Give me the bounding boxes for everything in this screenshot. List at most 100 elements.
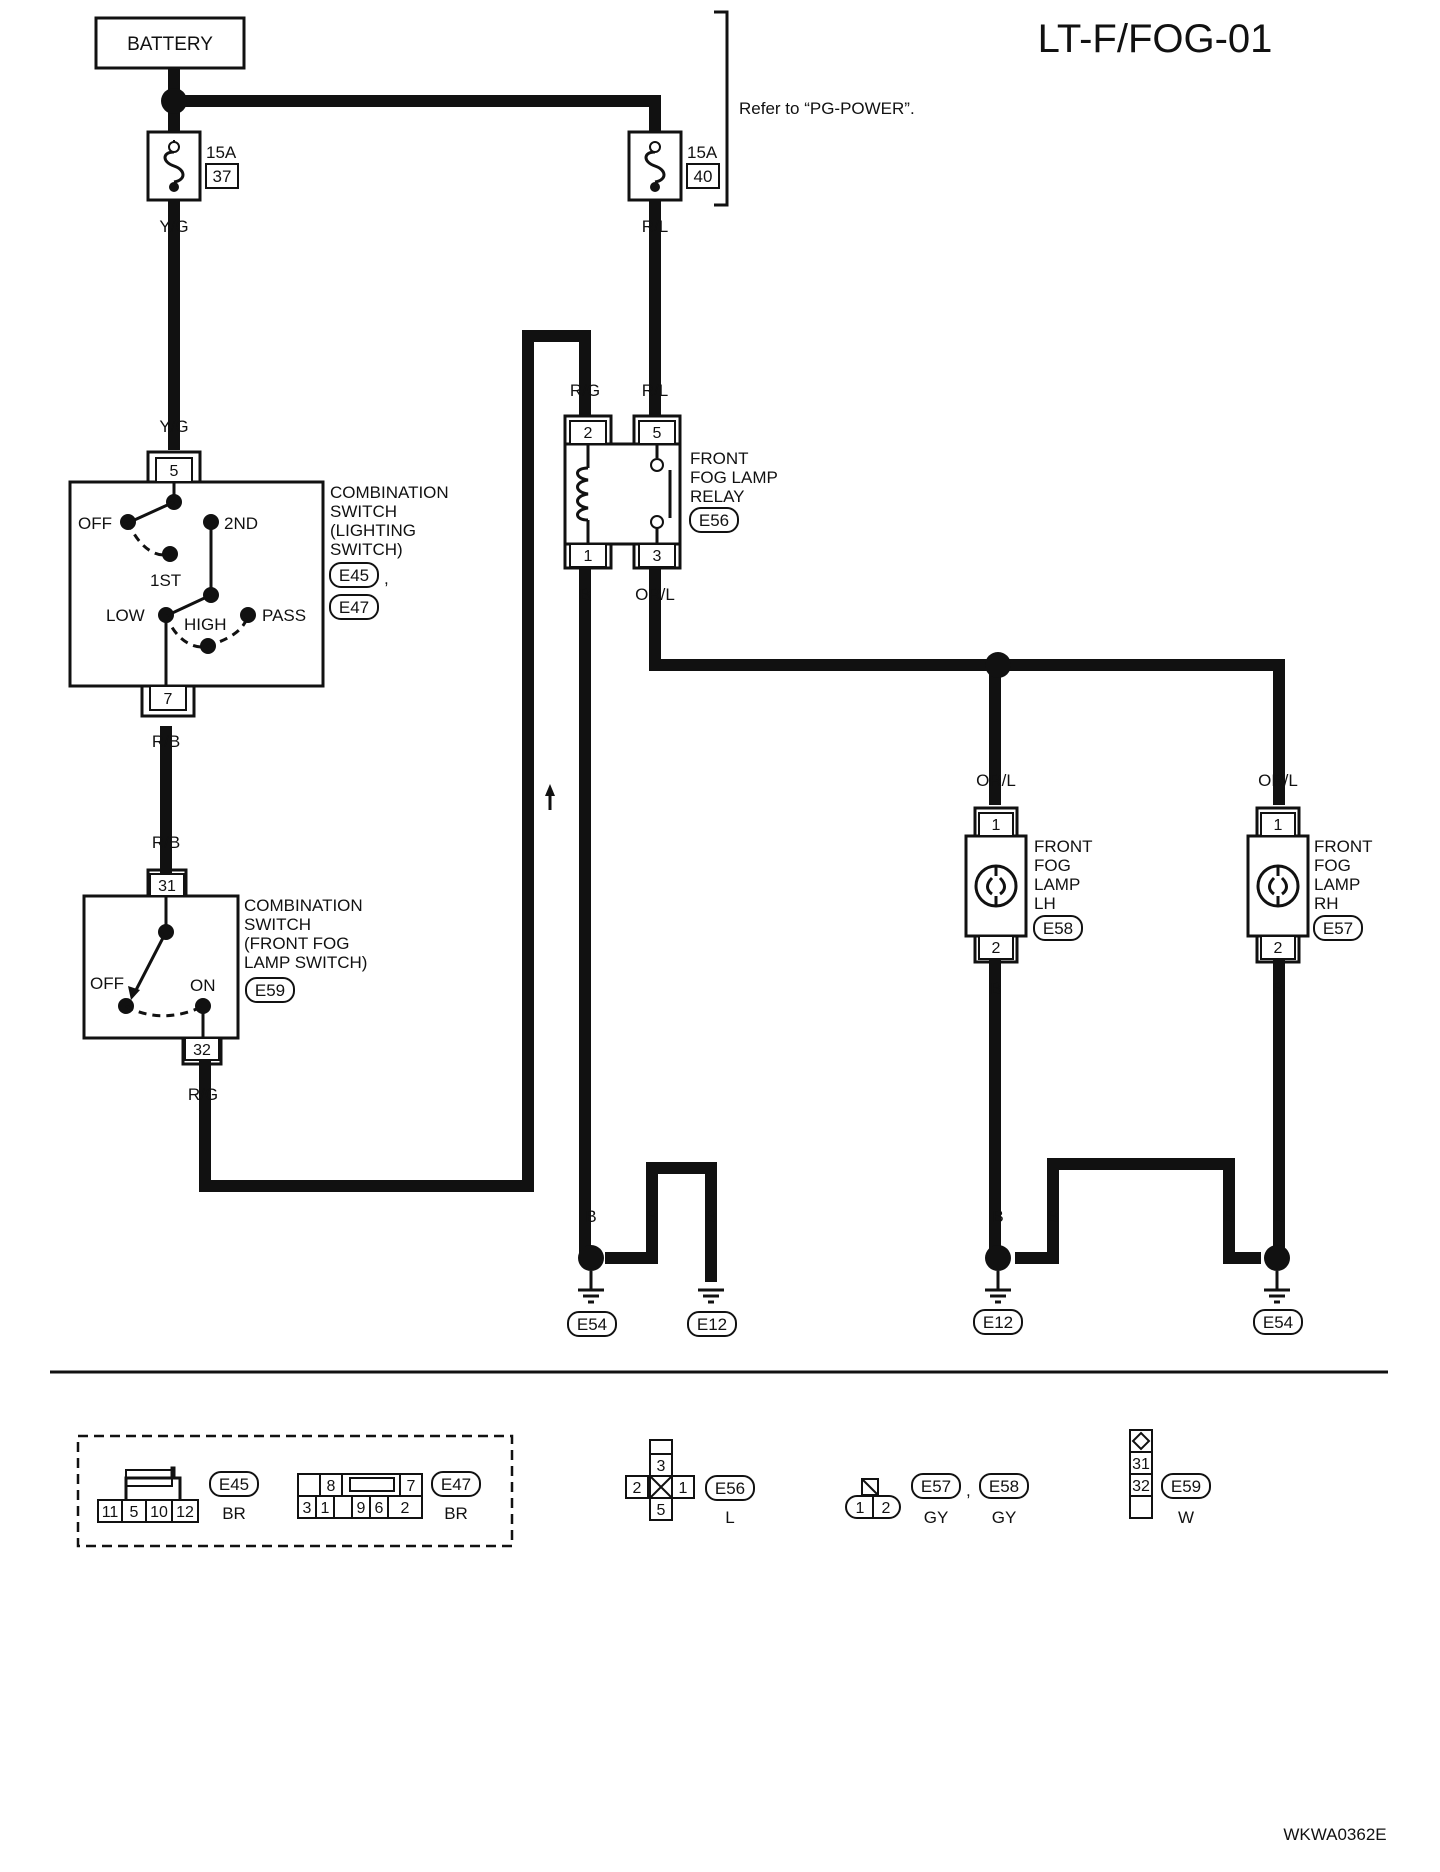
lamp-rh-connector: E57 [1323, 919, 1353, 938]
lighting-pin-in: 5 [170, 463, 179, 480]
wire-label-orl-relay: OR/L [635, 585, 675, 604]
lighting-pos-1st: 1ST [150, 571, 181, 590]
refer-note: Refer to “PG-POWER”. [739, 99, 915, 118]
e56-pin-5: 5 [657, 1502, 666, 1519]
wire-label-b-g3: B [705, 1207, 716, 1226]
wire-label-b-g6: B [1223, 1207, 1234, 1226]
power-bracket [714, 10, 729, 207]
fog-switch-connector: E59 [255, 981, 285, 1000]
connector-view-e59: 31 32 E59 W [1129, 1429, 1211, 1527]
current-arrow [545, 784, 555, 810]
e57-pin-1: 1 [856, 1500, 865, 1517]
fog-switch-name-1: COMBINATION [244, 896, 363, 915]
e45-id: E45 [219, 1475, 249, 1494]
lamp-rh-name-4: RH [1314, 894, 1339, 913]
lamp-rh-pin-in: 1 [1274, 817, 1283, 834]
wire-label-rb-switch: R/B [152, 833, 180, 852]
lamp-lh-connector: E58 [1043, 919, 1073, 938]
wire-label-yg-top: Y/G [159, 217, 188, 236]
e45-pin-12: 12 [176, 1504, 194, 1521]
wires [160, 68, 1285, 1282]
image-code: WKWA0362E [1283, 1825, 1386, 1844]
lamp-rh-name-2: FOG [1314, 856, 1351, 875]
e45-pin-11: 11 [102, 1504, 119, 1521]
e57-color: GY [924, 1508, 949, 1527]
lamp-rh-pin-out: 2 [1274, 940, 1283, 957]
e47-color: BR [444, 1504, 468, 1523]
fuse-40: 15A 40 [627, 130, 720, 202]
e56-pin-1: 1 [679, 1480, 688, 1497]
wire-label-orl-lh: OR/L [976, 771, 1016, 790]
wire-label-rl-top: R/L [642, 217, 668, 236]
fog-switch-pin-in: 31 [158, 878, 176, 895]
e47-id: E47 [441, 1475, 471, 1494]
e56-pin-2: 2 [633, 1480, 642, 1497]
fog-lamp-rh: 1 2 FRONT FOG LAMP RH E57 [1246, 806, 1373, 964]
connector-group-e45-e47 [76, 1434, 514, 1548]
wire-label-rg-switch: R/G [188, 1085, 218, 1104]
lighting-pos-off: OFF [78, 514, 112, 533]
fog-switch-pos-on: ON [190, 976, 216, 995]
e59-pin-31: 31 [1132, 1456, 1150, 1473]
lamp-lh-name-2: FOG [1034, 856, 1071, 875]
e45-pin-10: 10 [150, 1504, 168, 1521]
wire-label-orl-rh: OR/L [1258, 771, 1298, 790]
lighting-pos-2nd: 2ND [224, 514, 258, 533]
e56-id: E56 [715, 1479, 745, 1498]
lamp-rh-name-3: LAMP [1314, 875, 1360, 894]
e58-color: GY [992, 1508, 1017, 1527]
ground-e54-right: E54 [1253, 1271, 1303, 1335]
connector-view-e47: 8 7 3 1 9 6 2 E47 BR [297, 1471, 481, 1523]
diagram-title: LT-F/FOG-01 [1038, 17, 1273, 61]
e47-pin-7: 7 [407, 1478, 416, 1495]
battery: BATTERY [94, 16, 246, 70]
lighting-switch: 5 7 OFF 2ND 1ST LOW HIGH PASS COMBINATIO… [68, 450, 449, 718]
lamp-lh-name-4: LH [1034, 894, 1056, 913]
wire-label-b-g5: B [1047, 1207, 1058, 1226]
wire-label-b-g7: B [1273, 1207, 1284, 1226]
wire-label-yg-switch: Y/G [159, 417, 188, 436]
fuse-40-number: 40 [694, 167, 713, 186]
fog-switch-name-4: LAMP SWITCH) [244, 953, 367, 972]
e56-color: L [725, 1508, 734, 1527]
fuse-37-number: 37 [213, 167, 232, 186]
lighting-pos-low: LOW [106, 606, 145, 625]
relay-pin-1: 1 [584, 548, 593, 565]
lamp-rh-name-1: FRONT [1314, 837, 1373, 856]
relay-name-3: RELAY [690, 487, 745, 506]
fog-lamp-lh: 1 2 FRONT FOG LAMP LH E58 [964, 806, 1093, 964]
fuse-37: 15A 37 [146, 130, 239, 202]
wire-label-b-relay: B [579, 585, 590, 604]
e47-pin-1: 1 [321, 1500, 330, 1517]
e47-pin-6: 6 [375, 1500, 384, 1517]
fog-lamp-switch: 31 32 OFF ON COMBINATION SWITCH (FRONT F… [82, 868, 367, 1066]
lamp-lh-name-3: LAMP [1034, 875, 1080, 894]
e56-pin-3: 3 [657, 1458, 666, 1475]
e47-pin-9: 9 [357, 1500, 366, 1517]
connector-view-e57-e58: 1 2 E57 , E58 GY GY [845, 1473, 1029, 1527]
e45-pin-5: 5 [130, 1504, 139, 1521]
lighting-name-2: SWITCH [330, 502, 397, 521]
fog-switch-pos-off: OFF [90, 974, 124, 993]
ground-e12-left: E12 [687, 1288, 737, 1337]
ground-e12-right: E12 [973, 1271, 1023, 1335]
lighting-connector-separator: , [384, 569, 389, 588]
wire-label-b-lh: B [990, 979, 1001, 998]
fog-switch-name-3: (FRONT FOG [244, 934, 349, 953]
wire-label-rb-top: R/B [152, 732, 180, 751]
e47-pin-3: 3 [303, 1500, 312, 1517]
wire-label-rl-relay: R/L [642, 381, 668, 400]
wire-label-b-g4: B [992, 1207, 1003, 1226]
wire-label-b-g2: B [646, 1207, 657, 1226]
relay-name-2: FOG LAMP [690, 468, 778, 487]
ground-label-4: E54 [1263, 1313, 1293, 1332]
lighting-name-3: (LIGHTING [330, 521, 416, 540]
lighting-name-4: SWITCH) [330, 540, 403, 559]
ground-e54-left: E54 [567, 1271, 617, 1337]
ground-label-1: E54 [577, 1315, 607, 1334]
e47-pin-2: 2 [401, 1500, 410, 1517]
battery-label: BATTERY [127, 34, 213, 55]
lighting-name-1: COMBINATION [330, 483, 449, 502]
relay-pin-2: 2 [584, 425, 593, 442]
